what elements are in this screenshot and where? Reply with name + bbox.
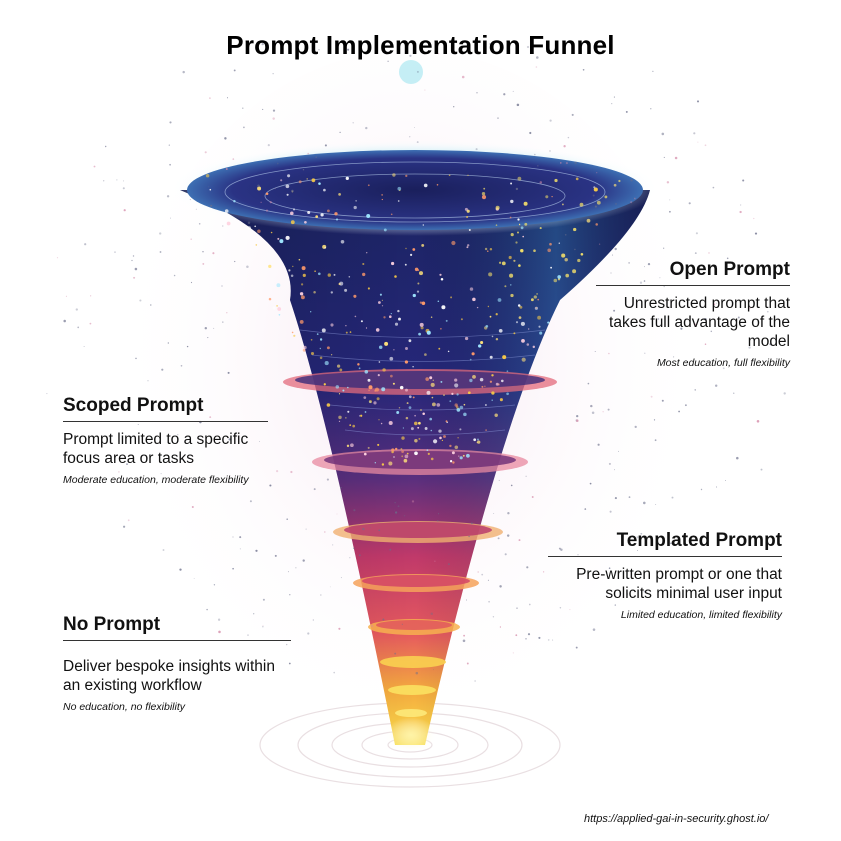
stage-templated-prompt: Templated Prompt Pre-written prompt or o…	[548, 530, 782, 621]
stage-title: Open Prompt	[596, 259, 790, 286]
stage-note: Limited education, limited flexibility	[620, 609, 782, 621]
stage-note: No education, no flexibility	[63, 701, 185, 713]
stage-description: Unrestricted prompt that takes full adva…	[609, 295, 790, 350]
stage-description: Pre-written prompt or one that solicits …	[576, 566, 782, 602]
stage-title: Scoped Prompt	[63, 395, 268, 422]
stage-title: No Prompt	[63, 614, 291, 641]
stage-note: Moderate education, moderate flexibility	[63, 474, 249, 486]
stage-note: Most education, full flexibility	[656, 357, 790, 369]
stage-description: Prompt limited to a specific focus area …	[63, 431, 249, 467]
page-title: Prompt Implementation Funnel	[226, 30, 615, 60]
stage-scoped-prompt: Scoped Prompt Prompt limited to a specif…	[63, 395, 268, 486]
stage-title: Templated Prompt	[548, 530, 782, 557]
stage-description: Deliver bespoke insights within an exist…	[63, 658, 275, 694]
stage-open-prompt: Open Prompt Unrestricted prompt that tak…	[596, 259, 790, 369]
stage-no-prompt: No Prompt Deliver bespoke insights withi…	[63, 614, 291, 713]
source-url: https://applied-gai-in-security.ghost.io…	[584, 813, 769, 825]
